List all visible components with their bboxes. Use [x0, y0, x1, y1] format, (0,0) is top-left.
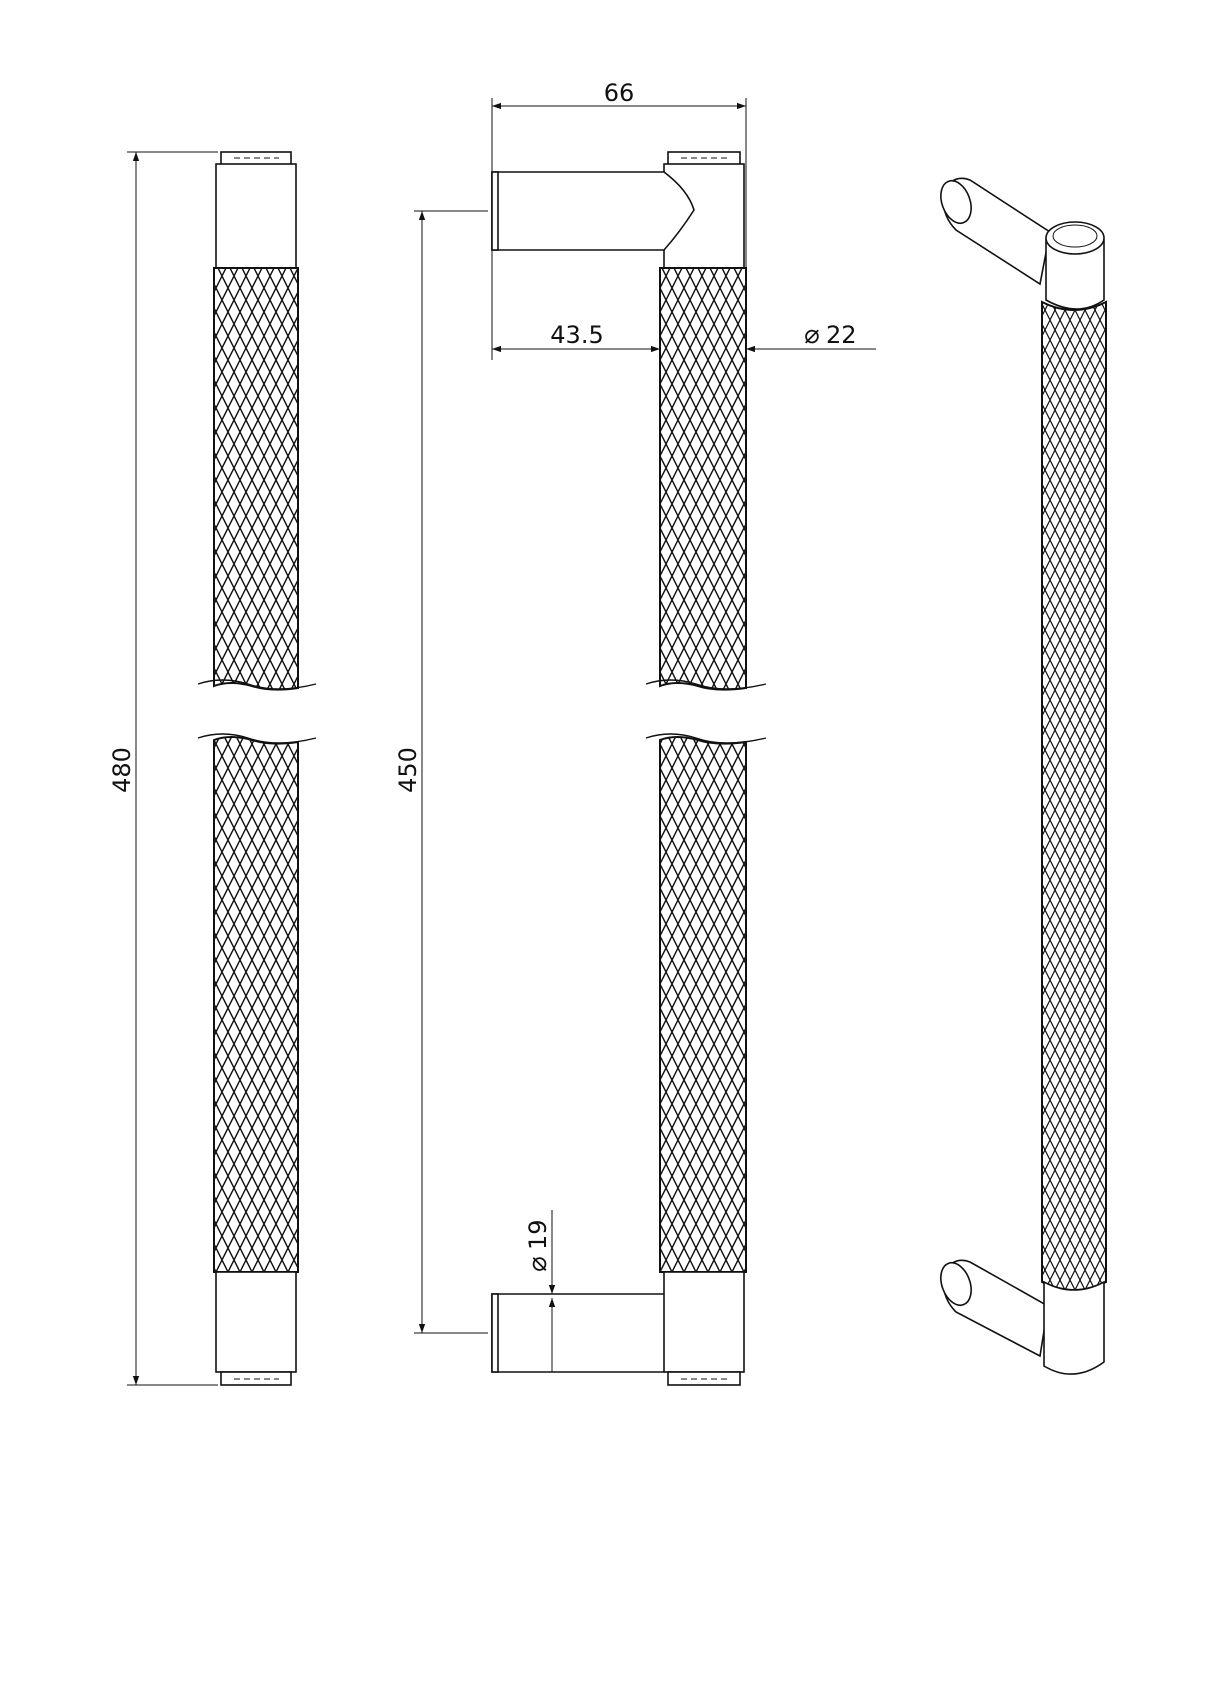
- front-top-cap: [215, 151, 297, 269]
- front-knurl-lower: [213, 736, 299, 1273]
- side-top-leg: [491, 171, 695, 251]
- side-knurl-upper: [659, 267, 747, 691]
- dim-projection: 66: [491, 79, 747, 268]
- iso-bottom-leg: [940, 1259, 1049, 1358]
- front-knurl-upper: [213, 267, 299, 691]
- dim-leg-diameter-label: 19: [524, 1219, 552, 1250]
- side-view: 66 43.5 ⌀ 22 450 ⌀ 19: [394, 79, 876, 1386]
- isometric-view: [940, 177, 1107, 1375]
- iso-bottom-cap: [1043, 1280, 1105, 1375]
- side-bottom-cap: [663, 1271, 745, 1386]
- dim-overall-length-label: 480: [108, 747, 136, 793]
- dim-leg-diameter-symbol: ⌀: [523, 1256, 553, 1272]
- dim-stand-off-label: 43.5: [550, 321, 603, 349]
- side-knurl-lower: [659, 736, 747, 1273]
- dim-projection-label: 66: [604, 79, 635, 107]
- side-break: [645, 679, 767, 744]
- iso-top-cap: [1045, 221, 1105, 310]
- dim-bar-diameter: ⌀ 22: [746, 320, 876, 353]
- iso-knurl-bar: [1041, 300, 1107, 1291]
- front-break: [197, 679, 317, 744]
- dim-hole-centres: 450: [394, 210, 488, 1334]
- dim-leg-diameter: ⌀ 19: [523, 1210, 556, 1372]
- front-view: 480: [108, 151, 317, 1386]
- dim-stand-off: 43.5: [491, 250, 660, 360]
- iso-top-leg: [940, 177, 1051, 286]
- dim-hole-centres-label: 450: [394, 747, 422, 793]
- dim-bar-diameter-symbol: ⌀: [804, 320, 820, 350]
- front-bottom-cap: [215, 1271, 297, 1386]
- dim-bar-diameter-label: 22: [826, 321, 857, 349]
- dim-overall-length: 480: [108, 151, 218, 1386]
